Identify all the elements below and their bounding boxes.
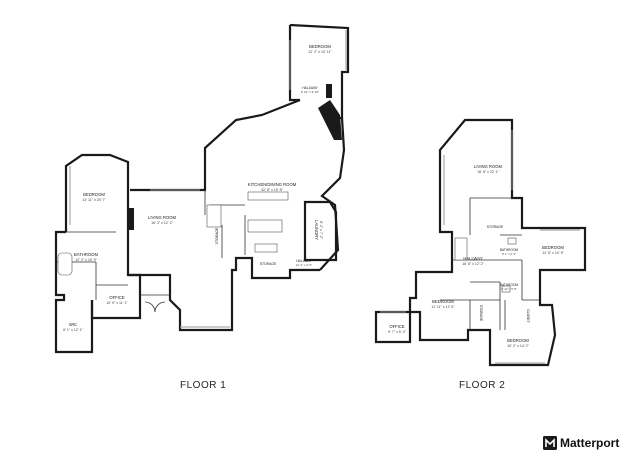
room-dims: 11' 11" x 13' 5" xyxy=(431,305,455,309)
room-label: HALLWAY xyxy=(302,86,318,90)
room-label: STORAGE xyxy=(479,305,483,322)
bathtub xyxy=(57,252,73,276)
room-dims: 13' 11" x 20' 7" xyxy=(82,198,106,202)
room-dims: 8' 2" x 7' 2" xyxy=(319,221,323,239)
room-dims: 10' 9" x 11' 1" xyxy=(106,301,128,305)
column-block xyxy=(326,84,332,98)
bathroom-fixture xyxy=(501,285,511,293)
room-label: BATHROOM xyxy=(500,248,519,252)
floor1-bathroom-walls xyxy=(54,230,94,354)
floor1-windows xyxy=(69,30,347,328)
floor1-laundry-walls xyxy=(303,200,338,262)
floor1-office-walls xyxy=(90,190,142,320)
room-dims: 14' 5" x 10' 9" xyxy=(542,251,564,255)
floor1-top-bedroom-left-wall xyxy=(288,25,300,102)
room-dims: 8' 10" x 5' 8" xyxy=(501,287,516,291)
room-dims: 6' 10" x 3' 10" xyxy=(301,90,319,94)
french-doors xyxy=(144,301,166,313)
room-label: BATHROOM xyxy=(500,283,519,287)
staircase-floor1 xyxy=(206,204,222,228)
room-label: STORAGE xyxy=(260,262,277,266)
room-label: KITCHEN/DINING ROOM xyxy=(248,182,297,187)
brand-watermark: Matterport xyxy=(543,436,619,450)
room-label: WIC xyxy=(69,322,77,327)
room-label: BEDROOM xyxy=(83,192,105,197)
fireplace xyxy=(128,208,134,230)
chimney-block xyxy=(318,100,342,140)
floor1-east-wall xyxy=(319,117,346,271)
room-label: BEDROOM xyxy=(309,44,331,49)
room-dims: 12' 2" x 16' 9" xyxy=(75,258,97,262)
room-label: STORAGE xyxy=(215,227,219,244)
room-label: LIVING ROOM xyxy=(474,164,502,169)
floor-2-plan: LIVING ROOM 16' 6" x 22' 1" STORAGE BATH… xyxy=(374,118,587,367)
floor-2-label: FLOOR 2 xyxy=(459,380,506,391)
brand-name: Matterport xyxy=(560,436,620,450)
room-dims: 12' 2" x 10' 11" xyxy=(308,50,332,54)
matterport-logo-icon xyxy=(543,436,557,450)
room-label: BEDROOM xyxy=(542,245,564,250)
bathroom-fixture xyxy=(507,237,517,245)
room-label: CLOSET xyxy=(526,309,530,323)
room-label: OFFICE xyxy=(389,324,405,329)
floor1-south-kitchen-wall xyxy=(128,256,320,332)
floor2-windows xyxy=(380,130,580,364)
floor-1-plan: BEDROOM 12' 2" x 10' 11" HALLWAY 6' 10" … xyxy=(54,23,350,354)
floor2-outer-walls xyxy=(374,118,587,367)
floor1-interior-partitions xyxy=(56,190,246,300)
room-label: OFFICE xyxy=(109,295,125,300)
room-dims: 16' 6" x 22' 1" xyxy=(477,170,499,174)
kitchen-range xyxy=(254,243,278,253)
room-label: HALLWAY xyxy=(296,259,312,263)
room-label: STORAGE xyxy=(487,225,504,229)
room-label: BEDROOM xyxy=(432,299,454,304)
floor2-interior-partitions xyxy=(440,197,540,330)
room-dims: 32' 8" x 15' 8" xyxy=(261,188,283,192)
room-dims: 15' 2" x 14' 2" xyxy=(507,344,529,348)
kitchen-counter xyxy=(247,191,289,201)
room-dims: 8' 1" x 6' 4" xyxy=(502,252,516,256)
room-label: LAUNDRY xyxy=(314,220,319,240)
room-dims: 6' 1" x 12' 1" xyxy=(63,328,83,332)
room-label: BATHROOM xyxy=(74,252,98,257)
room-dims: 16' 8" x 12' 2" xyxy=(462,262,484,266)
floor1-north-diagonal-wall xyxy=(130,98,301,192)
staircase-floor2 xyxy=(454,237,468,261)
room-label: LIVING ROOM xyxy=(148,215,176,220)
floor1-left-bedroom-walls xyxy=(64,153,130,232)
room-dims: 16' 3" x 12' 2" xyxy=(151,221,173,225)
room-label: HALLWAY xyxy=(463,256,482,261)
floor-1-label: FLOOR 1 xyxy=(180,380,227,391)
kitchen-island xyxy=(247,219,283,233)
room-dims: 11' 1" x 3' 6" xyxy=(296,263,312,267)
room-label: BEDROOM xyxy=(507,338,529,343)
room-dims: 9' 7" x 6' 4" xyxy=(388,330,406,334)
floor1-top-bedroom-walls xyxy=(289,23,350,120)
